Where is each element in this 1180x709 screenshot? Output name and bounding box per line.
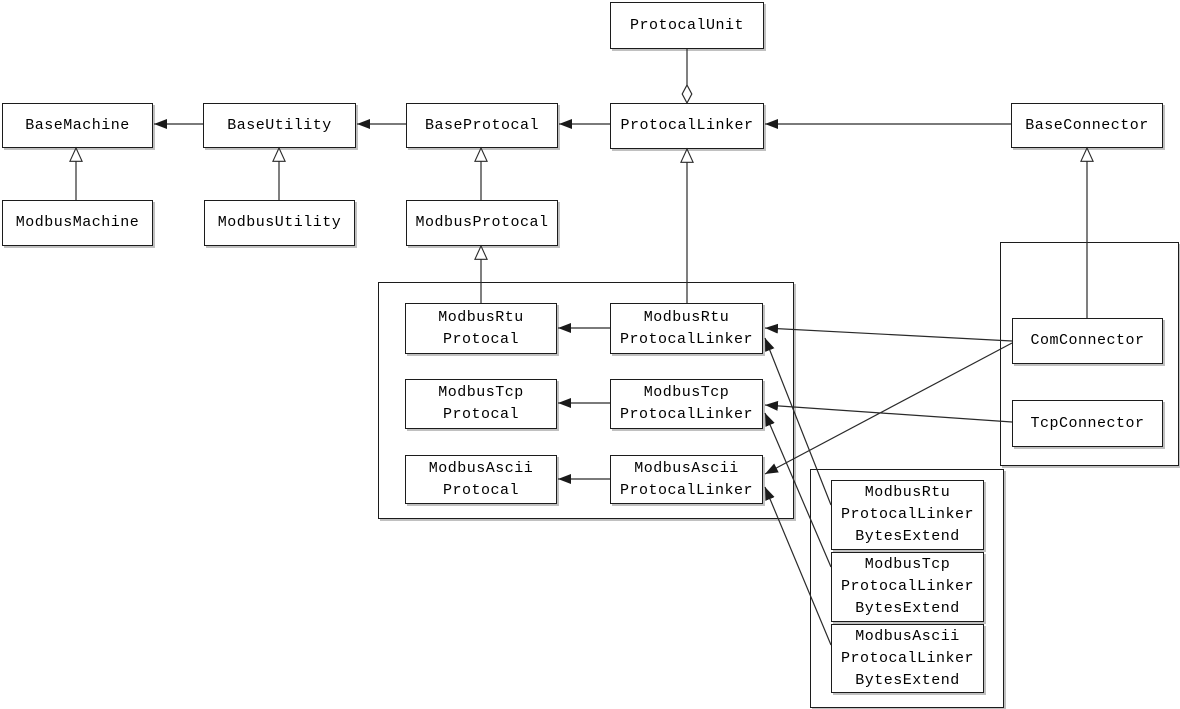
node-modbus-ascii-protocal-linker-bytes-extend: ModbusAscii ProtocalLinker BytesExtend bbox=[831, 624, 984, 693]
edge-comconnector-modbusasciiprotocallinker bbox=[764, 342, 1013, 475]
node-modbus-rtu-protocal: ModbusRtu Protocal bbox=[405, 303, 557, 354]
node-modbus-tcp-protocal-linker-bytes-extend: ModbusTcp ProtocalLinker BytesExtend bbox=[831, 552, 984, 622]
node-base-connector: BaseConnector bbox=[1011, 103, 1163, 148]
node-modbus-ascii-protocal-linker: ModbusAscii ProtocalLinker bbox=[610, 455, 763, 504]
node-modbus-utility: ModbusUtility bbox=[204, 200, 355, 246]
edge-protocalunit-protocallinker bbox=[681, 49, 693, 105]
node-protocal-unit: ProtocalUnit bbox=[610, 2, 764, 49]
node-modbus-tcp-protocal-linker: ModbusTcp ProtocalLinker bbox=[610, 379, 763, 429]
node-base-utility: BaseUtility bbox=[203, 103, 356, 148]
node-tcp-connector: TcpConnector bbox=[1012, 400, 1163, 447]
node-modbus-protocal: ModbusProtocal bbox=[406, 200, 558, 246]
node-base-protocal: BaseProtocal bbox=[406, 103, 558, 148]
node-com-connector: ComConnector bbox=[1012, 318, 1163, 364]
node-modbus-rtu-protocal-linker-bytes-extend: ModbusRtu ProtocalLinker BytesExtend bbox=[831, 480, 984, 550]
node-modbus-ascii-protocal: ModbusAscii Protocal bbox=[405, 455, 557, 504]
node-base-machine: BaseMachine bbox=[2, 103, 153, 148]
node-protocal-linker: ProtocalLinker bbox=[610, 103, 764, 149]
edge-tcpconnector-modbustcpprotocallinker bbox=[764, 400, 1013, 423]
edge-comconnector-modbusrtuprotocallinker bbox=[764, 323, 1013, 342]
node-modbus-rtu-protocal-linker: ModbusRtu ProtocalLinker bbox=[610, 303, 763, 354]
node-modbus-machine: ModbusMachine bbox=[2, 200, 153, 246]
node-modbus-tcp-protocal: ModbusTcp Protocal bbox=[405, 379, 557, 429]
